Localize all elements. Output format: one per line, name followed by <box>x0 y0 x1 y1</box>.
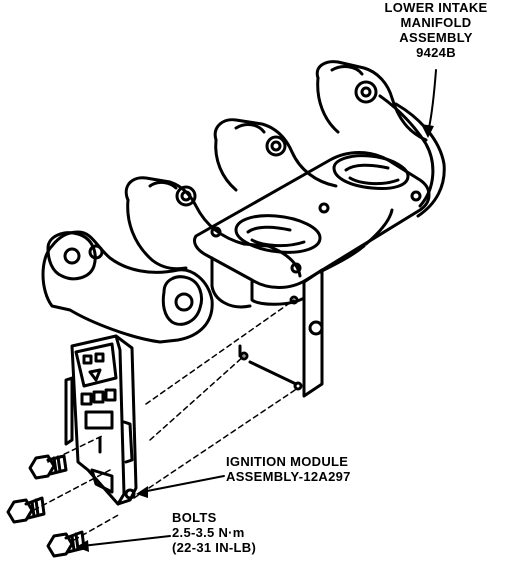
bolts-label-line-3: (22-31 IN-LB) <box>172 540 257 555</box>
module-arrowhead <box>136 486 148 498</box>
lower-intake-manifold <box>41 60 446 398</box>
manifold-label-line-2: MANIFOLD <box>400 15 472 30</box>
manifold-label-line-4: 9424B <box>416 45 456 60</box>
bolts-label: BOLTS 2.5-3.5 N·m (22-31 IN-LB) <box>172 510 256 555</box>
bolt-3 <box>46 530 86 558</box>
module-label: IGNITION MODULE ASSEMBLY-12A297 <box>226 454 351 484</box>
manifold-label-line-1: LOWER INTAKE <box>384 0 488 15</box>
bolts-arrowhead <box>76 540 89 552</box>
bolt-1 <box>28 454 68 480</box>
manifold-label: LOWER INTAKE MANIFOLD ASSEMBLY 9424B <box>366 0 506 60</box>
manifold-arrowhead <box>421 124 434 138</box>
manifold-label-line-3: ASSEMBLY <box>399 30 473 45</box>
bolts-leader <box>81 535 171 547</box>
bolts-label-line-1: BOLTS <box>172 510 217 525</box>
bolt-2 <box>6 496 46 524</box>
module-label-line-1: IGNITION MODULE <box>226 454 349 469</box>
alignment-lines <box>33 299 299 541</box>
ignition-module <box>64 334 138 506</box>
module-label-line-2: ASSEMBLY-12A297 <box>226 469 351 484</box>
module-leader <box>141 475 225 493</box>
manifold-leader <box>427 69 437 133</box>
bolts-label-line-2: 2.5-3.5 N·m <box>172 525 245 540</box>
